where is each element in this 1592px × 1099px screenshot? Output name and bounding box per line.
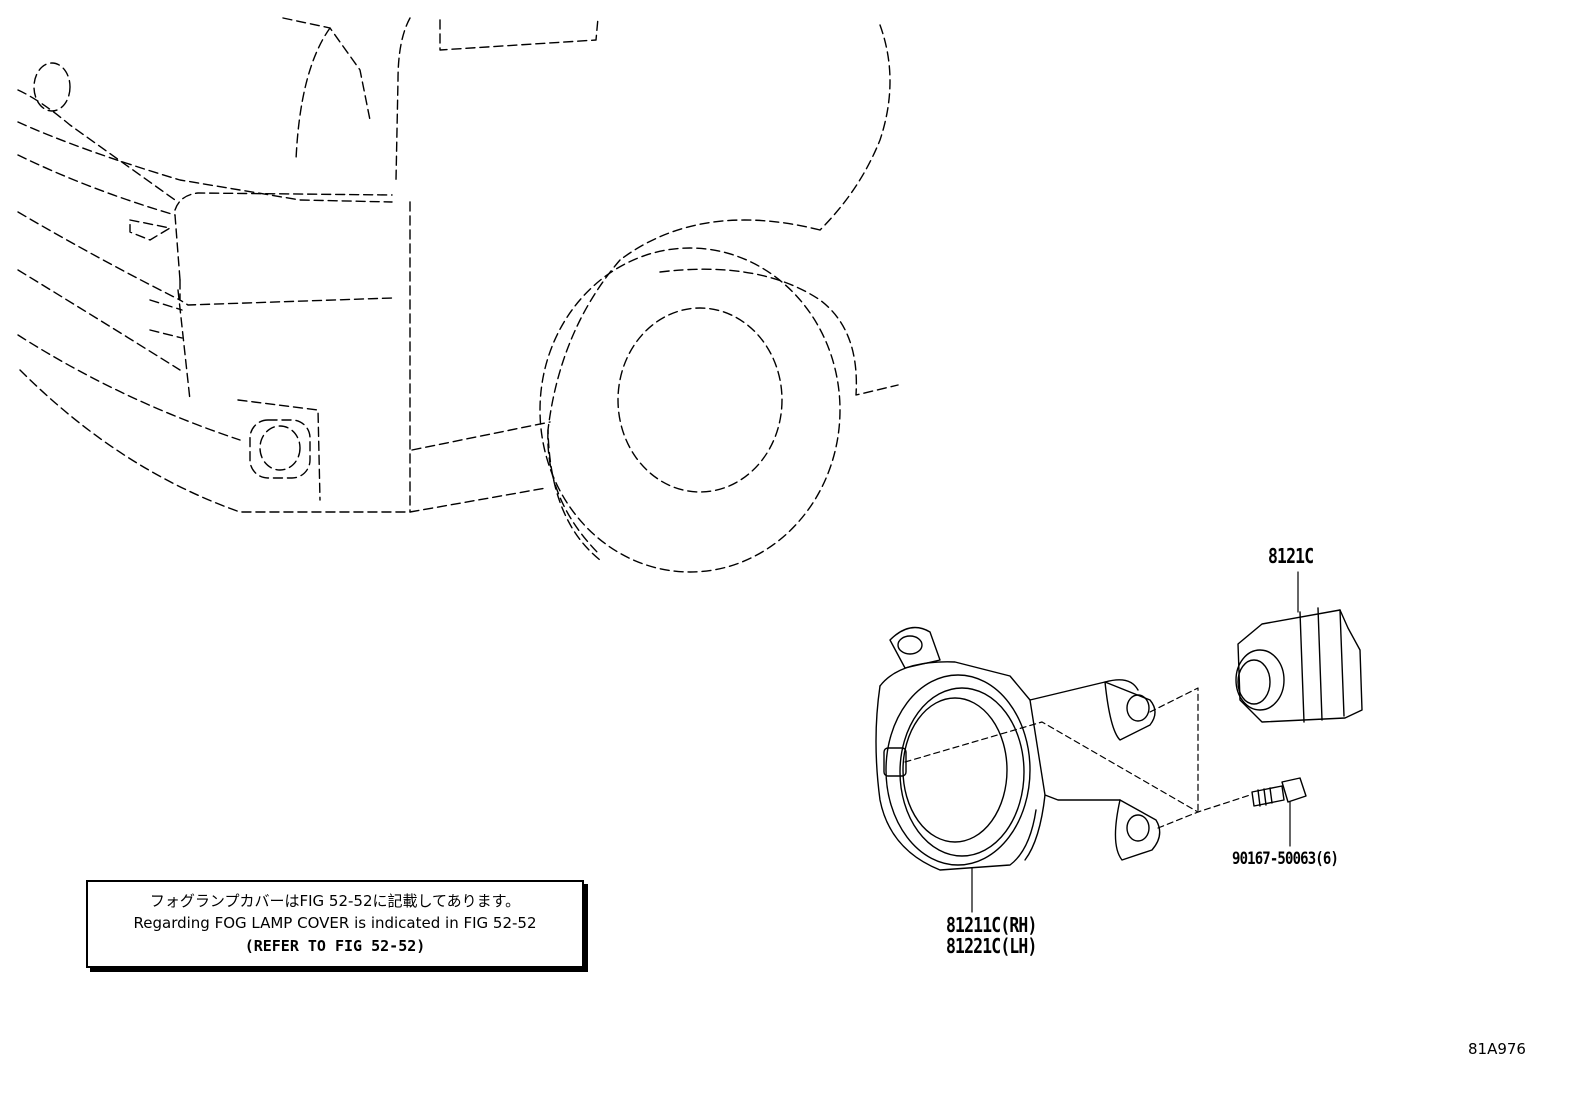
fog-lamp-bulb (1235, 571, 1363, 723)
part-number-lamp-rh[interactable]: 81211C(RH) (946, 913, 1037, 937)
note-refer-link[interactable]: (REFER TO FIG 52-52) (244, 937, 426, 955)
note-japanese: フォグランプカバーはFIG 52-52に記載してあります。 (149, 892, 521, 910)
fog-lamp-assembly (875, 626, 1161, 913)
note-english: Regarding FOG LAMP COVER is indicated in… (133, 914, 537, 932)
assembly-guide-lines (904, 687, 1251, 829)
vehicle-front-corner (17, 17, 899, 573)
part-number-screw[interactable]: 90167-50063(6) (1232, 849, 1339, 869)
reference-note-box: フォグランプカバーはFIG 52-52に記載してあります。 Regarding … (86, 880, 584, 968)
figure-id: 81A976 (1468, 1040, 1526, 1058)
part-number-bulb[interactable]: 8121C (1268, 544, 1314, 568)
part-number-lamp-lh[interactable]: 81221C(LH) (946, 934, 1037, 958)
mounting-screw (1251, 777, 1307, 847)
